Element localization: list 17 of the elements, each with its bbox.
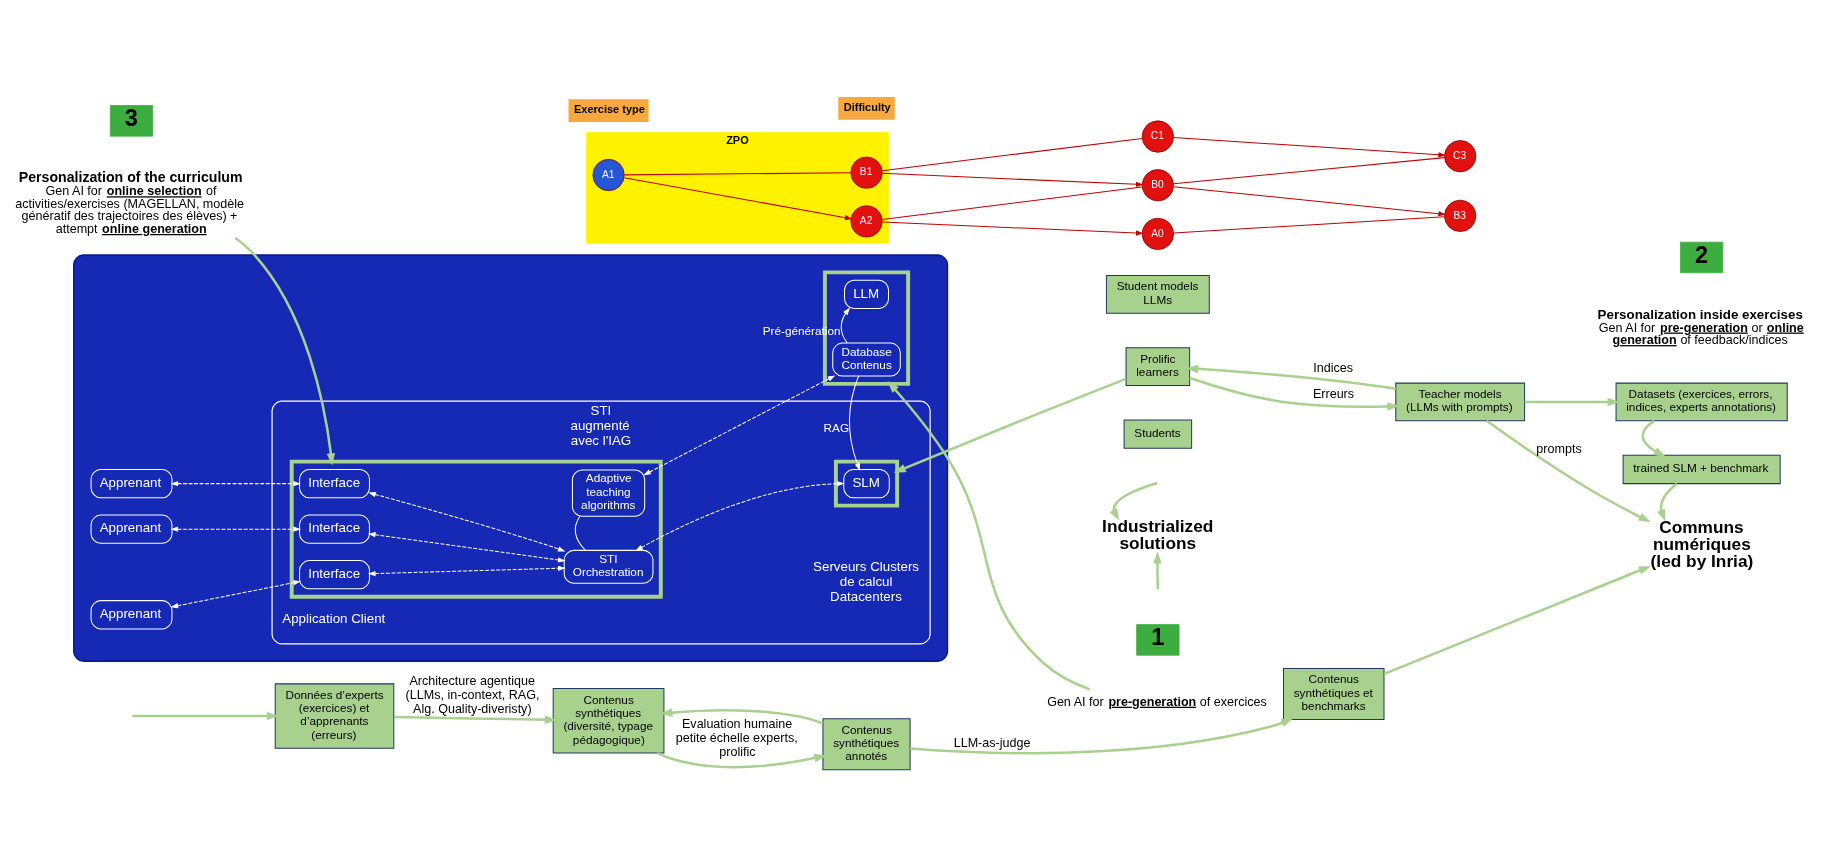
- label: Serveurs Clusters de calcul Datacenters: [813, 558, 920, 604]
- edge-label: Indices: [1313, 360, 1354, 375]
- edge-label: Erreurs: [1312, 386, 1355, 401]
- edge-label: RAG: [823, 421, 850, 435]
- node-text: Gen AI for pre-generation of exercices: [1047, 694, 1267, 709]
- edge-label: prompts: [1536, 441, 1582, 456]
- edge-label: LLM-as-judge: [953, 735, 1031, 750]
- node-text: Communs numériques (led by Inria): [1650, 516, 1754, 572]
- node-label: Gen AI for pre-generation or online generation of feedback/indices: [1598, 320, 1804, 348]
- node-text: Personalization of the curriculum Gen AI for online selection of activities/exercises (MAGELLAN, modèle génératif des trajectoires des élèves) + attempt online generation: [15, 169, 245, 236]
- label: Application Client: [282, 611, 386, 627]
- label: Difficulty: [843, 100, 891, 113]
- edge-label: Architecture agentique (LLMs, in-context, RAG, Alg. Quality-diveristy): [405, 673, 540, 716]
- label: Exercise type: [574, 103, 645, 116]
- edge-label: Evaluation humaine petite échelle experts, prolific: [675, 716, 798, 759]
- node-label: Personalization inside exercises: [1597, 306, 1803, 322]
- node-text: Industrialized solutions: [1102, 516, 1214, 554]
